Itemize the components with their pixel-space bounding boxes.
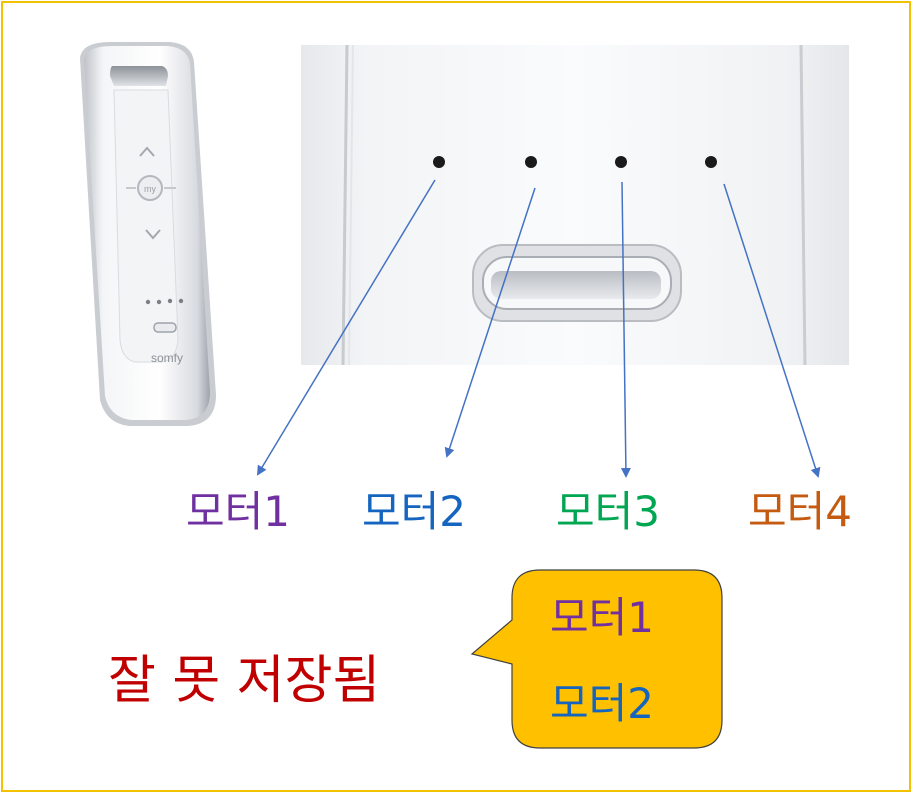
led-hole-3 <box>615 156 627 168</box>
motor1-label: 모터1 <box>186 487 291 536</box>
svg-text:my: my <box>144 184 156 194</box>
led-hole-4 <box>705 156 717 168</box>
led-hole-2 <box>525 156 537 168</box>
somfy-remote-image: my somfy <box>80 42 216 426</box>
speech-bubble <box>470 569 723 749</box>
down-chevron-icon <box>145 229 161 240</box>
svg-text:somfy: somfy <box>151 351 183 365</box>
motor2-label: 모터2 <box>362 487 467 536</box>
motor4-label: 모터4 <box>748 487 853 536</box>
remote-closeup-image <box>301 45 849 365</box>
my-button-icon <box>137 175 163 201</box>
warning-text: 잘 못 저장됨 <box>108 651 381 711</box>
up-chevron-icon <box>139 146 155 157</box>
motor3-label: 모터3 <box>556 487 661 536</box>
led-hole-1 <box>433 156 445 168</box>
bubble-motor1: 모터1 <box>550 593 655 642</box>
bubble-motor2: 모터2 <box>550 679 655 728</box>
